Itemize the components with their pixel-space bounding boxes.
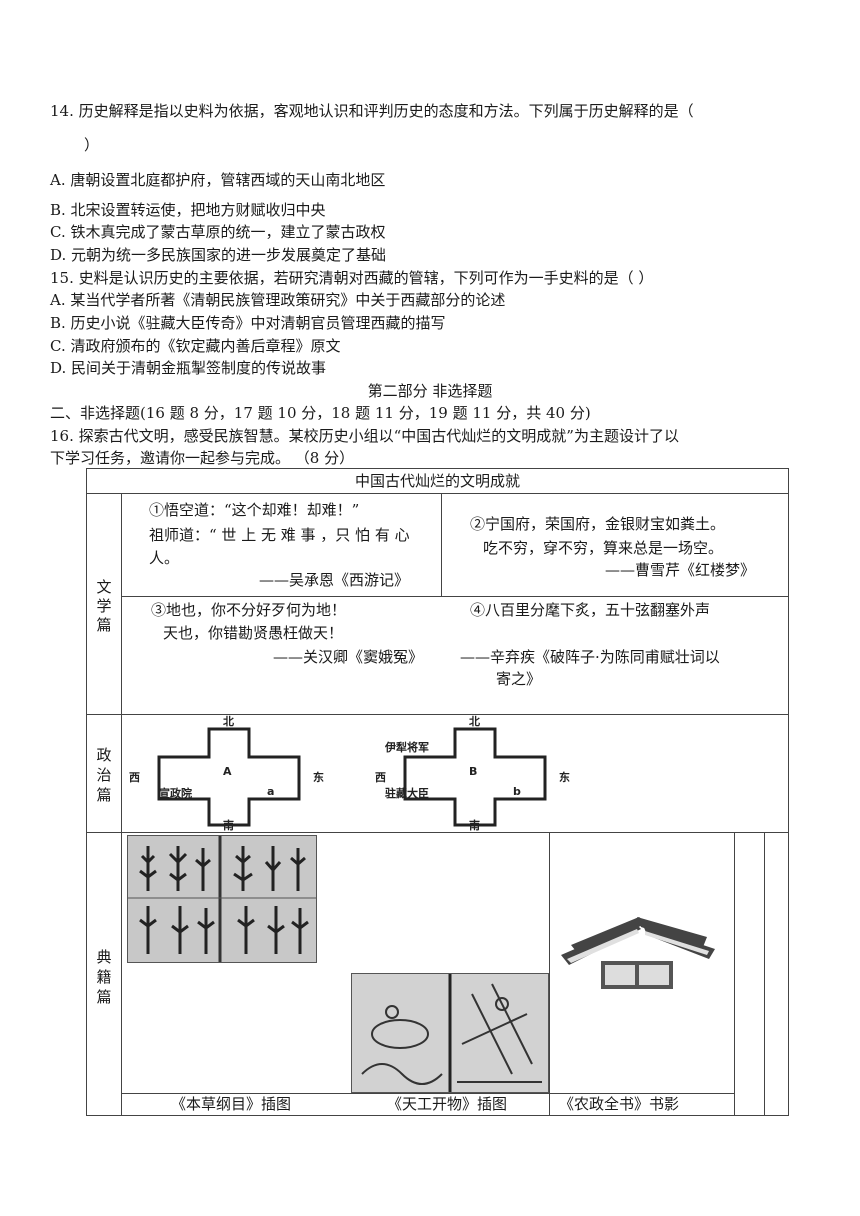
caption-bencao: 《本草纲目》插图: [171, 1095, 292, 1113]
map-b-north: 北: [469, 715, 480, 728]
q15-option-d: D. 民间关于清朝金瓶掣签制度的传说故事: [50, 359, 327, 377]
part2-heading: 二、非选择题(16 题 8 分，17 题 10 分，18 题 11 分，19 题…: [50, 404, 591, 422]
q16-line1: 16. 探索古代文明，感受民族智慧。某校历史小组以“中国古代灿烂的文明成就”为主…: [50, 427, 679, 445]
quote1-line3: 人。: [149, 549, 180, 567]
q14-stem: 14. 历史解释是指以史料为依据，客观地认识和评判历史的态度和方法。下列属于历史…: [50, 101, 694, 121]
rule-classics-right2: [764, 832, 765, 1115]
map-b-south: 南: [469, 818, 480, 831]
classics-label-1: 典: [96, 948, 112, 966]
politics-label-2: 治: [96, 766, 112, 784]
achievements-table: 中国古代灿烂的文明成就 文 学 篇 ①悟空道：“这个却难！却难！” 祖师道：“ …: [86, 468, 789, 1116]
rule-under-title: [87, 493, 788, 494]
q15-stem: 15. 史料是认识历史的主要依据，若研究清朝对西藏的管辖，下列可作为一手史料的是…: [50, 269, 654, 287]
quote3-source: ——关汉卿《窦娥冤》: [273, 648, 424, 666]
caption-nongzheng: 《农政全书》书影: [559, 1095, 680, 1113]
q14-option-d: D. 元朝为统一多民族国家的进一步发展奠定了基础: [50, 246, 387, 264]
part2-title: 第二部分 非选择题: [367, 382, 493, 400]
map-b-top: 伊犁将军: [384, 740, 429, 754]
politics-label-1: 政: [96, 746, 112, 764]
map-a-corner: 宣政院: [159, 786, 192, 800]
q14-option-c: C. 铁木真完成了蒙古草原的统一，建立了蒙古政权: [50, 223, 386, 241]
map-b: 北 南 西 东 B 伊犁将军 驻藏大臣 b: [375, 715, 570, 831]
map-b-corner: 驻藏大臣: [385, 786, 429, 800]
quote4-source: ——辛弃疾《破阵子·为陈同甫赋壮词以: [460, 648, 720, 666]
quote1-line1: ①悟空道：“这个却难！却难！”: [149, 501, 360, 519]
quote2-line1: ②宁国府，荣国府，金银财宝如粪土。: [470, 515, 726, 533]
map-b-cross: [403, 727, 547, 827]
quote4-line1: ④八百里分麾下炙，五十弦翻塞外声: [470, 601, 711, 619]
table-title: 中国古代灿烂的文明成就: [354, 472, 520, 490]
q14-option-a: A. 唐朝设置北庭都护府，管辖西域的天山南北地区: [50, 171, 386, 189]
quote3-line1: ③地也，你不分好歹何为地！: [151, 601, 347, 619]
rule-caption: [121, 1093, 734, 1094]
rule-classics-right: [734, 832, 735, 1115]
classics-label-3: 篇: [96, 988, 112, 1006]
book-pages-icon: [561, 917, 715, 989]
map-a-east: 东: [313, 770, 324, 784]
map-a-north: 北: [223, 715, 234, 728]
map-b-sub: b: [513, 785, 521, 798]
quote4-source-cont: 寄之》: [496, 670, 542, 688]
plant-drawings-icon: [128, 836, 316, 962]
politics-label-3: 篇: [96, 786, 112, 804]
literature-label-3: 篇: [96, 616, 112, 634]
q14-stem-text: 14. 历史解释是指以史料为依据，客观地认识和评判历史的态度和方法。下列属于历史…: [50, 102, 694, 120]
classics-label-2: 籍: [96, 968, 112, 986]
q15-option-b: B. 历史小说《驻藏大臣传奇》中对清朝官员管理西藏的描写: [50, 314, 446, 332]
nongzheng-book-image: [557, 915, 719, 993]
map-a-cross: [157, 727, 301, 827]
bencao-illustration-image: [127, 835, 317, 963]
rule-label-column: [121, 493, 122, 1115]
caption-tiangong: 《天工开物》插图: [387, 1095, 508, 1113]
q15-option-a: A. 某当代学者所著《清朝民族管理政策研究》中关于西藏部分的论述: [50, 291, 506, 309]
quote2-source: ——曹雪芹《红楼梦》: [605, 561, 756, 579]
rule-literature-split: [441, 493, 442, 596]
map-a: 北 南 西 东 A 宣政院 a: [129, 715, 324, 831]
literature-label-1: 文: [96, 578, 112, 596]
q14-stem-end: ）: [84, 136, 100, 154]
literature-label-2: 学: [96, 597, 112, 615]
map-a-west: 西: [129, 771, 140, 784]
workshop-scene-icon: [352, 974, 548, 1092]
map-a-center: A: [223, 765, 232, 778]
quote2-line2: 吃不穷，穿不穷，算来总是一场空。: [483, 539, 724, 557]
q14-option-b: B. 北宋设置转运使，把地方财赋收归中央: [50, 201, 326, 219]
quote3-line2: 天也，你错勘贤愚枉做天！: [163, 624, 344, 642]
map-a-south: 南: [223, 818, 234, 831]
tiangong-illustration-image: [351, 973, 549, 1093]
rule-literature-end: [87, 714, 788, 715]
q15-option-c: C. 清政府颁布的《钦定藏内善后章程》原文: [50, 337, 341, 355]
rule-classics-split: [549, 832, 550, 1115]
rule-literature-mid: [121, 596, 788, 597]
map-b-east: 东: [559, 770, 570, 784]
rule-politics-end: [87, 832, 788, 833]
map-b-center: B: [469, 765, 477, 778]
quote1-line2: 祖师道：“ 世 上 无 难 事 ，只 怕 有 心: [149, 526, 410, 544]
map-a-sub: a: [267, 785, 274, 798]
quote1-source: ——吴承恩《西游记》: [259, 571, 410, 589]
map-b-west: 西: [375, 771, 386, 784]
q16-line2: 下学习任务，邀请你一起参与完成。 （8 分）: [50, 449, 355, 467]
